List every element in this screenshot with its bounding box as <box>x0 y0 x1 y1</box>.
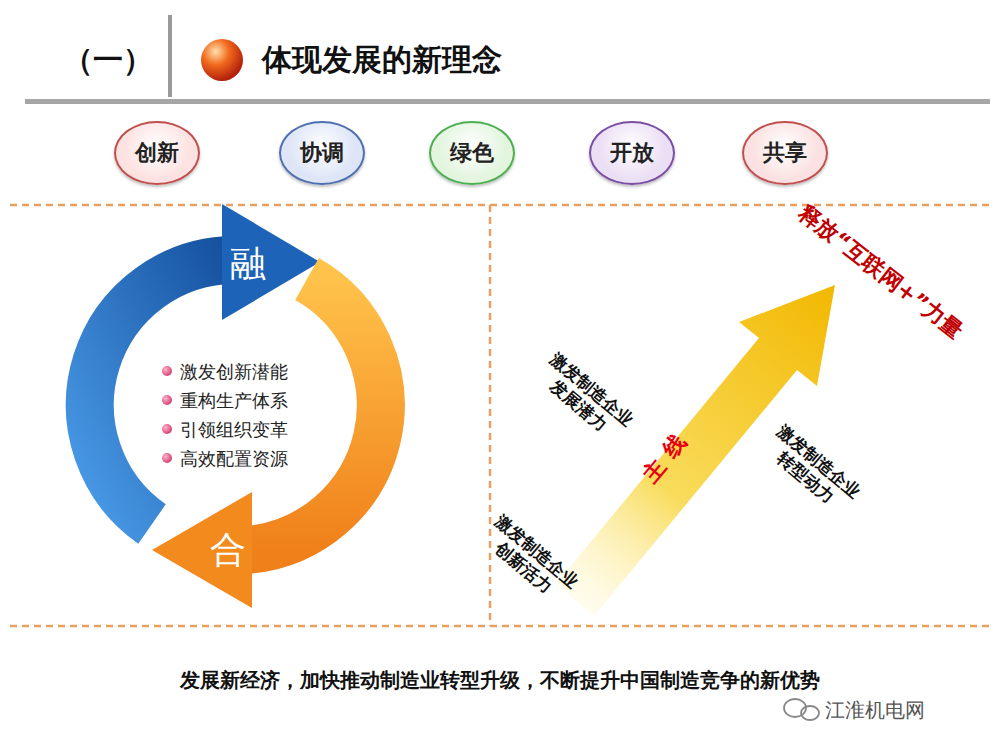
bullet-item: 重构生产体系 <box>160 389 288 413</box>
bullet-item: 高效配置资源 <box>160 447 288 471</box>
concept-oval: 共享 <box>742 121 828 185</box>
title-divider <box>168 15 172 97</box>
bullet-item: 引领组织变革 <box>160 418 288 442</box>
node-text: 开放 <box>610 138 654 168</box>
title-sphere <box>201 39 243 81</box>
slide-caption: 发展新经济，加快推动制造业转型升级，不断提升中国制造竞争的新优势 <box>180 667 820 694</box>
orange-arrowhead <box>152 492 252 608</box>
dashed-frame <box>10 205 990 626</box>
effect-label: 激发制造企业转型动力 <box>756 418 868 521</box>
node-text: 共享 <box>763 138 807 168</box>
concept-oval: 绿色 <box>429 121 515 185</box>
concept-oval: 开放 <box>589 121 675 185</box>
concept-oval: 协调 <box>279 121 365 185</box>
slide-title: 体现发展的新理念 <box>262 40 502 81</box>
cycle-arrow-label: 合 <box>206 524 250 577</box>
orange-cycle-arrow <box>245 279 381 550</box>
cycle-arrow-label: 融 <box>226 238 270 291</box>
watermark: 江淮机电网 <box>825 697 925 724</box>
node-text: 协调 <box>300 138 344 168</box>
node-text: 绿色 <box>450 138 494 168</box>
watermark-icon <box>784 699 819 720</box>
concept-oval: 创新 <box>114 121 200 185</box>
node-text: 创新 <box>135 138 179 168</box>
bullet-item: 激发创新潜能 <box>160 360 288 384</box>
node-text: 融 <box>230 240 266 289</box>
effect-label: 激发制造企业发展潜力 <box>529 346 641 449</box>
title-rule <box>25 99 990 104</box>
node-text: 合 <box>210 526 246 575</box>
section-number: （一） <box>63 40 153 81</box>
